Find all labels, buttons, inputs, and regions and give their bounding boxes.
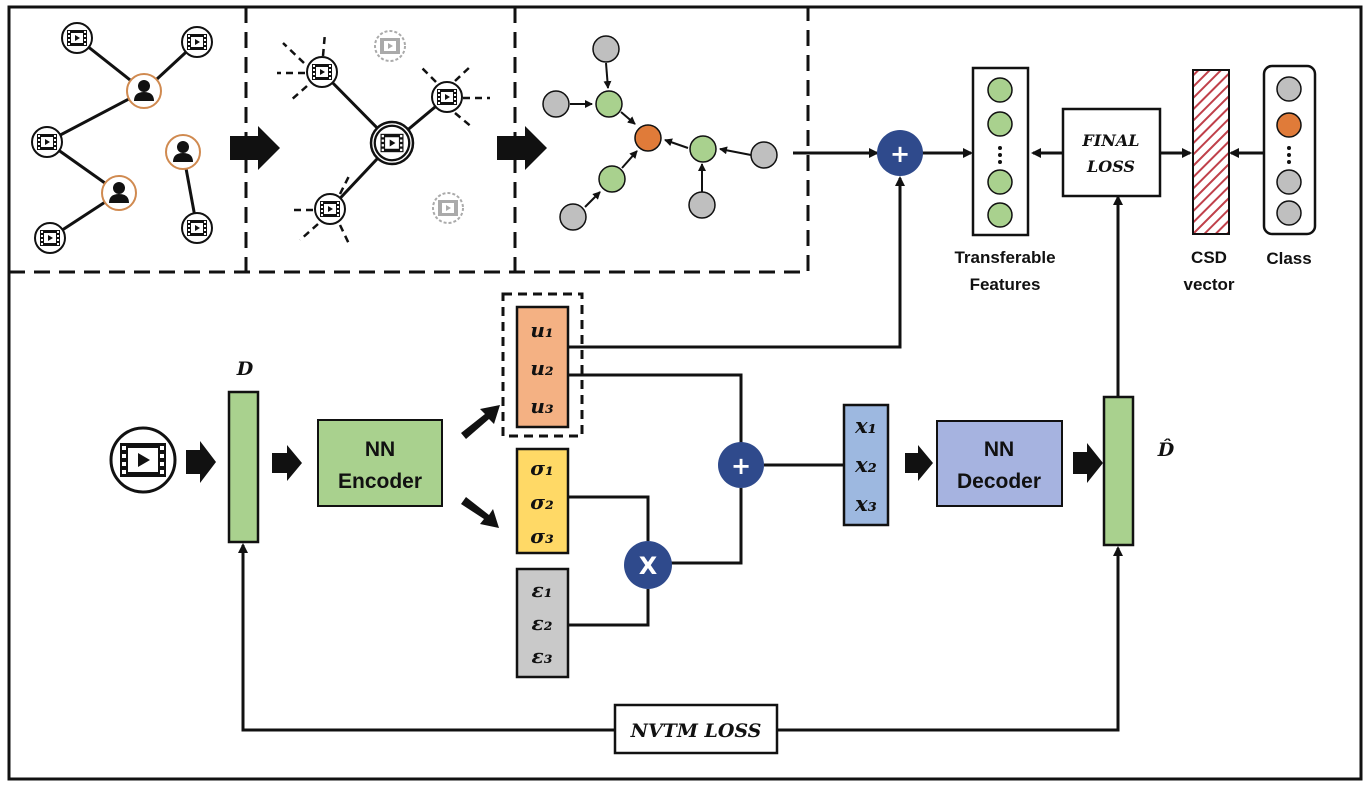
heterogeneous-graph xyxy=(31,22,213,254)
svg-text:Decoder: Decoder xyxy=(957,470,1041,493)
sum-operator: + xyxy=(877,130,923,176)
input-data-label: D xyxy=(236,358,254,380)
svg-text:σ₁: σ₁ xyxy=(530,456,554,480)
arrow-right-icon xyxy=(186,441,216,483)
svg-text:ε₃: ε₃ xyxy=(532,644,553,668)
multiply-operator: X xyxy=(624,541,672,589)
video-film-icon xyxy=(374,30,406,62)
nvtm-loss-box: NVTM LOSS xyxy=(613,703,779,755)
svg-text:NN: NN xyxy=(365,438,395,461)
arrow-down-right-icon xyxy=(461,497,499,528)
input-data-bar xyxy=(227,390,260,544)
transferable-features-label: Features xyxy=(970,275,1041,294)
svg-text:x₃: x₃ xyxy=(854,491,877,516)
nn-encoder-box: NN Encoder xyxy=(317,419,443,507)
reconstructed-data-label: D̂ xyxy=(1157,439,1175,461)
svg-text:ε₁: ε₁ xyxy=(532,578,553,602)
video-film-icon xyxy=(432,192,464,224)
arrow-right-icon xyxy=(272,445,302,481)
svg-text:u₃: u₃ xyxy=(530,394,554,418)
video-film-icon xyxy=(31,126,63,158)
mean-vector: u₁ u₂ u₃ xyxy=(515,305,570,429)
arrow-right-icon xyxy=(230,126,280,170)
svg-text:NVTM LOSS: NVTM LOSS xyxy=(630,720,762,742)
nn-decoder-box: NN Decoder xyxy=(936,420,1063,507)
svg-text:X: X xyxy=(639,552,658,580)
user-icon xyxy=(165,134,201,170)
svg-text:σ₂: σ₂ xyxy=(530,490,554,514)
arrow-right-icon xyxy=(1073,443,1103,483)
csd-vector-label: vector xyxy=(1183,275,1234,294)
video-film-icon xyxy=(181,26,213,58)
class-vector xyxy=(1262,64,1317,236)
epsilon-vector: ε₁ ε₂ ε₃ xyxy=(515,567,570,679)
video-film-icon xyxy=(314,193,346,225)
svg-text:ε₂: ε₂ xyxy=(532,611,553,635)
class-label: Class xyxy=(1266,249,1311,268)
message-passing-graph xyxy=(542,35,778,231)
svg-text:x₂: x₂ xyxy=(854,452,877,477)
video-film-icon xyxy=(181,212,213,244)
transferable-features-label: Transferable xyxy=(954,248,1055,267)
outer-frame xyxy=(7,5,1363,781)
reconstructed-data-bar xyxy=(1102,395,1135,547)
svg-text:x₁: x₁ xyxy=(854,413,877,438)
video-film-icon xyxy=(306,56,338,88)
user-icon xyxy=(126,73,162,109)
video-graph xyxy=(277,30,490,247)
svg-text:Encoder: Encoder xyxy=(338,470,422,493)
csd-vector xyxy=(1192,69,1230,235)
svg-text:+: + xyxy=(731,452,751,480)
video-film-icon xyxy=(109,426,177,494)
connection-lines xyxy=(238,148,1263,732)
video-film-icon xyxy=(61,22,93,54)
svg-text:+: + xyxy=(890,140,910,168)
arrow-right-icon xyxy=(497,126,547,170)
sigma-vector: σ₁ σ₂ σ₃ xyxy=(515,447,570,555)
svg-text:LOSS: LOSS xyxy=(1086,157,1135,176)
svg-text:u₁: u₁ xyxy=(530,318,553,342)
svg-text:σ₃: σ₃ xyxy=(530,524,554,548)
mean-highlight xyxy=(501,292,584,438)
video-film-icon xyxy=(34,222,66,254)
arrow-up-right-icon xyxy=(461,405,500,439)
svg-text:FINAL: FINAL xyxy=(1081,131,1139,150)
video-film-icon xyxy=(373,124,411,162)
latent-vector: x₁ x₂ x₃ xyxy=(842,403,890,527)
svg-text:u₂: u₂ xyxy=(530,356,554,380)
csd-vector-label: CSD xyxy=(1191,248,1227,267)
transferable-features-vector xyxy=(971,66,1030,237)
svg-text:NN: NN xyxy=(984,438,1014,461)
sum-operator: + xyxy=(718,442,764,488)
final-loss-box: FINAL LOSS xyxy=(1061,107,1162,198)
arrow-right-icon xyxy=(905,445,933,481)
video-film-icon xyxy=(431,81,463,113)
user-icon xyxy=(101,175,137,211)
